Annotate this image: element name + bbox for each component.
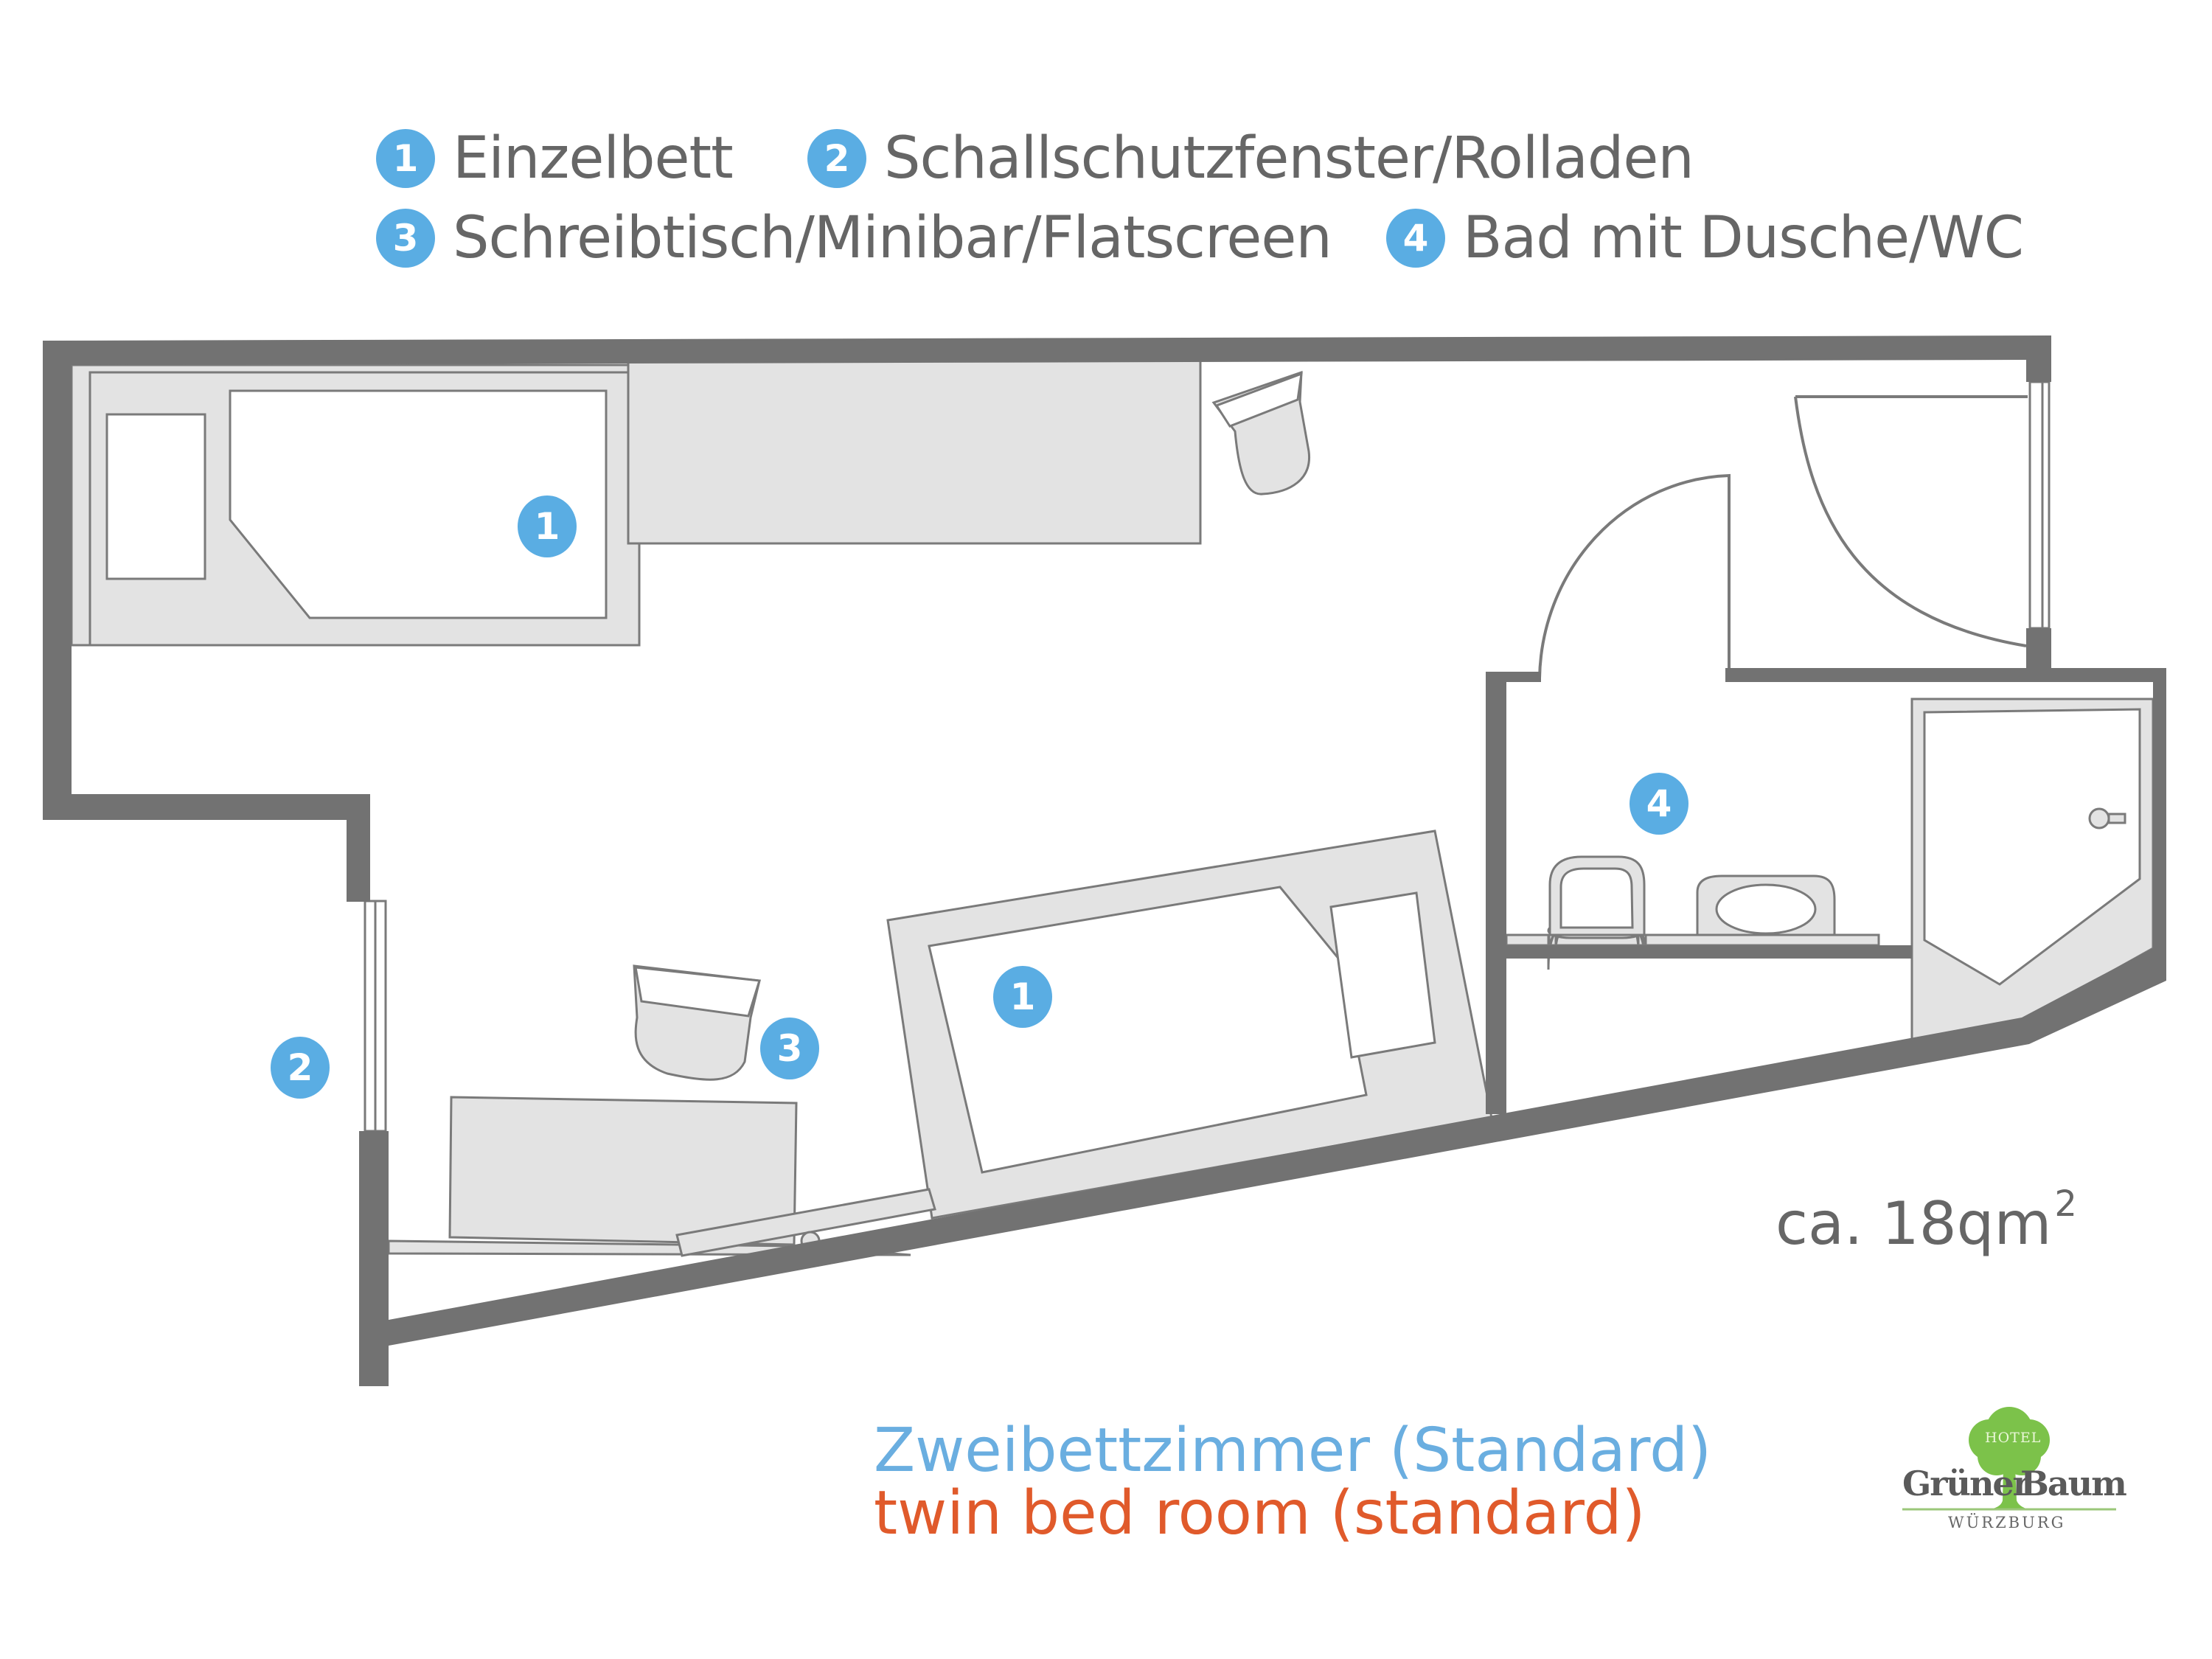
area-superscript: 2 bbox=[2054, 1183, 2077, 1225]
bed-bottom bbox=[886, 830, 1493, 1220]
bathroom-door-swing bbox=[1538, 473, 1731, 680]
legend-item-2: 2 Schallschutzfenster/Rolladen bbox=[807, 125, 1694, 192]
legend-item-4: 4 Bad mit Dusche/WC bbox=[1386, 205, 2024, 271]
bed-top-left bbox=[70, 364, 641, 647]
entry-door-swing bbox=[1794, 395, 2028, 647]
desk bbox=[387, 1096, 936, 1257]
number-badge-icon: 4 bbox=[1386, 209, 1445, 268]
legend-label: Schreibtisch/Minibar/Flatscreen bbox=[453, 205, 1332, 271]
nightstand bbox=[1329, 891, 1436, 1059]
number-badge-icon: 1 bbox=[376, 129, 435, 188]
hotel-logo: HOTEL Grüner Baum WÜRZBURG bbox=[1902, 1397, 2127, 1537]
logo-name-right: Baum bbox=[2020, 1464, 2127, 1503]
chair-bottom bbox=[633, 964, 761, 1081]
logo-hotel-text: HOTEL bbox=[1985, 1430, 2042, 1446]
window-right-icon bbox=[2028, 380, 2051, 630]
number-badge-icon: 2 bbox=[807, 129, 866, 188]
marker-desk: 3 bbox=[760, 1018, 819, 1079]
legend-item-3: 3 Schreibtisch/Minibar/Flatscreen bbox=[376, 205, 1332, 271]
logo-name-left: Grüner bbox=[1902, 1464, 2031, 1503]
minibar-shelf bbox=[675, 1188, 936, 1257]
logo-city: WÜRZBURG bbox=[1948, 1514, 2066, 1531]
windows bbox=[364, 380, 2051, 1133]
mattress bbox=[229, 389, 608, 619]
legend-label: Bad mit Dusche/WC bbox=[1463, 205, 2024, 271]
shower-head-icon bbox=[2088, 807, 2110, 830]
marker-bed-2: 1 bbox=[993, 966, 1052, 1028]
legend-item-1: 1 Einzelbett bbox=[376, 125, 734, 192]
shower bbox=[1910, 698, 2154, 1058]
marker-bed-1: 1 bbox=[518, 495, 577, 557]
marker-bathroom: 4 bbox=[1630, 773, 1688, 835]
chair-top bbox=[1211, 370, 1311, 495]
legend-label: Einzelbett bbox=[453, 125, 734, 192]
tree-icon bbox=[1902, 1407, 2116, 1511]
bathroom-objects bbox=[1548, 855, 1836, 936]
desk-top bbox=[448, 1096, 798, 1246]
room-title-english: twin bed room (standard) bbox=[874, 1478, 1646, 1548]
number-badge-icon: 3 bbox=[376, 209, 435, 268]
doors bbox=[1538, 395, 2028, 680]
walls bbox=[43, 335, 2166, 1386]
nightstand bbox=[105, 413, 206, 580]
furniture bbox=[70, 358, 1880, 1257]
room-area: ca. 18qm2 bbox=[1775, 1183, 2077, 1258]
room-title-german: Zweibettzimmer (Standard) bbox=[874, 1416, 1712, 1486]
area-text: ca. 18qm bbox=[1775, 1189, 2052, 1258]
legend-label: Schallschutzfenster/Rolladen bbox=[884, 125, 1694, 192]
marker-window: 2 bbox=[271, 1037, 330, 1099]
wardrobe bbox=[627, 358, 1202, 545]
